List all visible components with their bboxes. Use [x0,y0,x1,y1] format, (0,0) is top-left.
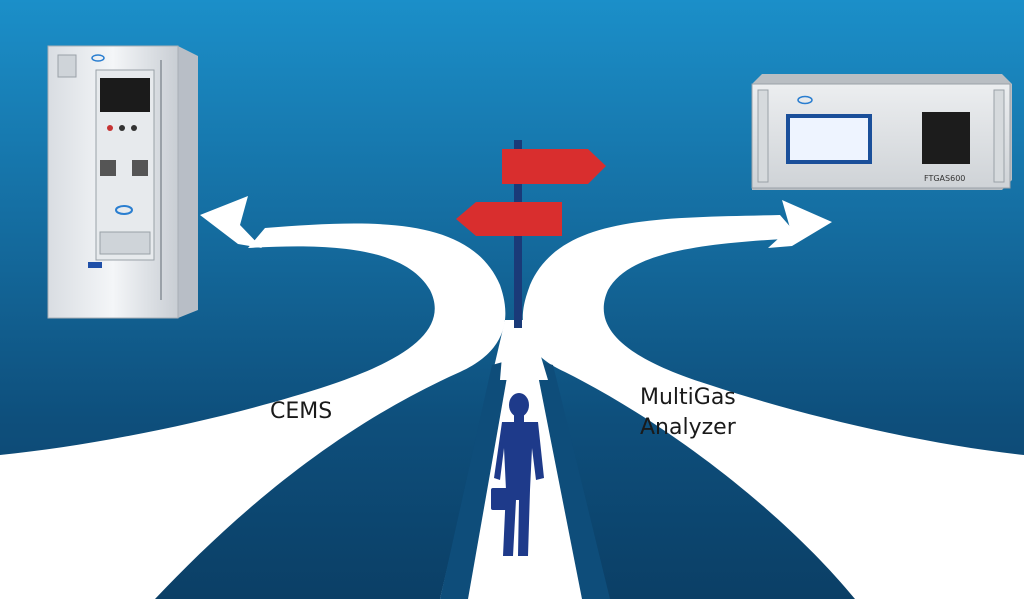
signpost-icon [456,140,606,328]
arrow-left-icon [200,196,262,248]
gas-analyzer-icon [751,74,1012,190]
arrow-right-icon [768,200,832,248]
cems-label: CEMS [270,399,333,424]
roads [0,215,1024,599]
road-gap-left [440,360,510,599]
left-road [0,223,506,599]
multigas-analyzer-label: MultiGas Analyzer [640,383,736,443]
multigas-label-line2: Analyzer [640,415,736,440]
sign-arrow-right [502,149,606,184]
sign-arrow-left [456,202,562,236]
cems-cabinet-icon [47,45,198,319]
right-road [522,215,1024,599]
road-gap-right [535,360,610,599]
person-with-briefcase-icon [491,393,544,556]
multigas-label-line1: MultiGas [640,385,736,410]
analyzer-model-label: FTGAS600 [924,174,966,183]
